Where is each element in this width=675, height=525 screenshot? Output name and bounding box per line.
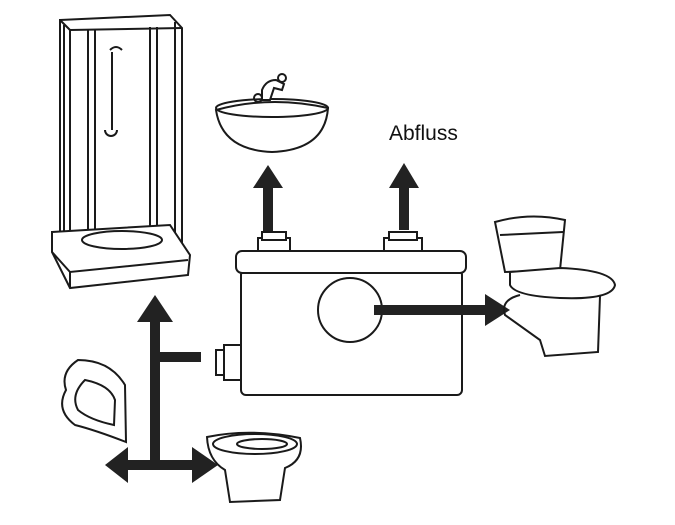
arrow-up-outlet — [389, 163, 419, 230]
arrow-up-washbasin — [253, 165, 283, 232]
washbasin — [214, 73, 330, 154]
urinal — [61, 358, 128, 444]
toilet-small — [205, 431, 302, 504]
toilet-right — [493, 215, 617, 358]
pump-unit — [215, 231, 467, 396]
shower-cabin — [51, 13, 192, 290]
arrow-right-toilet — [374, 294, 510, 326]
arrow-inlet-left — [105, 295, 218, 483]
outlet-label: Abfluss — [389, 122, 458, 145]
